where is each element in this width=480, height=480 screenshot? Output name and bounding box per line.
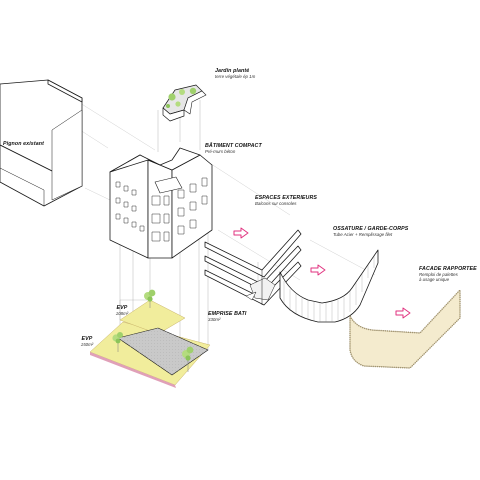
label-batiment-title: BÂTIMENT COMPACT <box>205 143 262 149</box>
label-emprise: EMPRISE BATI 330m² <box>208 311 246 322</box>
tree-top <box>144 289 156 308</box>
label-facade-subtitle-1: Remploi de palettes <box>419 272 458 278</box>
tree-left <box>112 332 123 352</box>
label-emprise-subtitle: 330m² <box>208 317 221 323</box>
label-batiment-subtitle: Pré-murs béton <box>205 149 236 155</box>
label-facade: FACADE RAPPORTEE Remploi de palettes à u… <box>419 266 477 282</box>
arrow-espaces-icon <box>233 227 249 239</box>
label-jardin-title: Jardin planté <box>215 68 250 74</box>
label-ossature-title: OSSATURE / GARDE-CORPS <box>333 226 409 232</box>
label-evp-left: EVP 150m² <box>81 336 93 347</box>
tree-right <box>182 346 194 372</box>
label-facade-title: FACADE RAPPORTEE <box>419 266 477 272</box>
label-espaces-subtitle: Balcons sur consoles <box>255 201 297 207</box>
label-evp-top-title: EVP <box>116 305 128 311</box>
label-espaces: ESPACES EXTERIEURS Balcons sur consoles <box>255 195 317 206</box>
label-jardin: Jardin planté terre végétale ép 1m <box>215 68 255 79</box>
label-ossature: OSSATURE / GARDE-CORPS Tube Acier + Remp… <box>333 226 408 237</box>
label-jardin-subtitle: terre végétale ép 1m <box>215 74 256 80</box>
trees <box>112 289 194 372</box>
label-espaces-title: ESPACES EXTERIEURS <box>255 195 318 201</box>
label-facade-subtitle-2: à usage unique <box>419 277 450 283</box>
explode-arrows <box>233 227 411 319</box>
label-batiment: BÂTIMENT COMPACT Pré-murs béton <box>205 143 262 154</box>
label-ossature-subtitle: Tube Acier + Remplissage filet <box>333 232 393 238</box>
arrow-facade-icon <box>395 307 411 319</box>
pignon-existant <box>0 79 83 207</box>
label-evp-top-subtitle: 108m² <box>115 311 129 317</box>
ground-plan <box>89 299 211 388</box>
batiment-compact <box>109 147 213 259</box>
arrow-ossature-icon <box>310 264 326 276</box>
label-pignon-title: Pignon existant <box>3 141 44 147</box>
label-evp-left-title: EVP <box>81 336 93 342</box>
label-evp-left-subtitle: 150m² <box>80 342 94 348</box>
label-emprise-title: EMPRISE BATI <box>208 311 247 317</box>
label-pignon: Pignon existant <box>3 141 44 147</box>
jardin-plante <box>162 84 207 122</box>
ossature-garde-corps <box>279 249 379 323</box>
label-evp-top: EVP 108m² <box>116 305 128 316</box>
facade-rapportee <box>349 289 461 369</box>
